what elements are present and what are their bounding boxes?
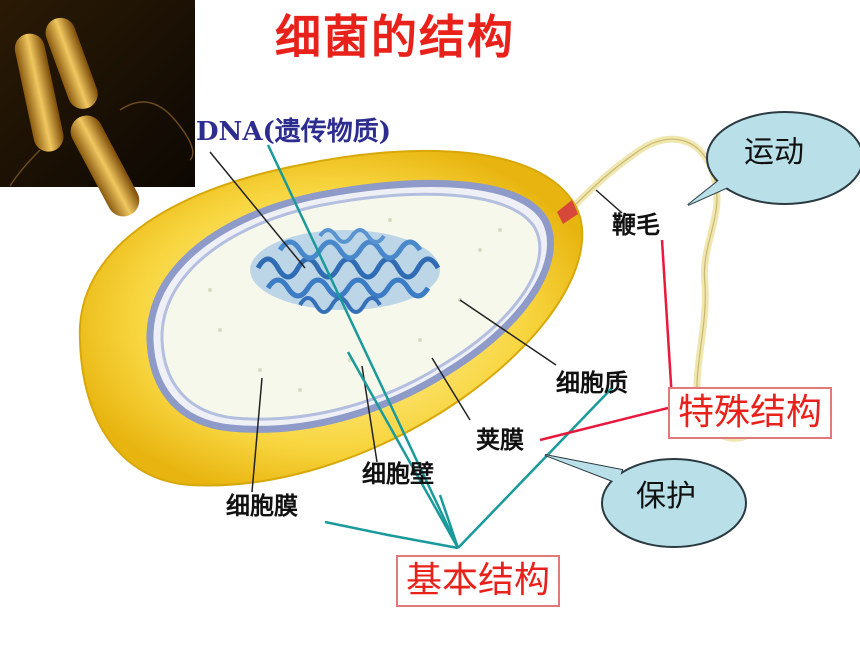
basic-structure-lines xyxy=(266,144,613,550)
special-structure-box: 特殊结构 xyxy=(668,387,833,439)
page-title: 细菌的结构 xyxy=(275,10,515,64)
dna-label: DNA(遗传物质) xyxy=(196,117,392,147)
cytoplasm-label: 细胞质 xyxy=(556,369,628,397)
basic-structure-box: 基本结构 xyxy=(396,555,561,607)
motion-function-text: 运动 xyxy=(744,135,804,170)
dna-nucleoid xyxy=(250,228,441,314)
flagellum-base xyxy=(557,200,578,224)
micrograph-photo xyxy=(0,0,195,217)
protection-function-text: 保护 xyxy=(636,479,696,514)
capsule-label: 荚膜 xyxy=(476,426,524,454)
pointer-lines xyxy=(209,151,623,493)
flagellum-label: 鞭毛 xyxy=(612,211,660,239)
protection-bubble xyxy=(544,454,747,548)
cell-membrane-label: 细胞膜 xyxy=(226,492,298,520)
motion-bubble xyxy=(687,111,860,206)
cytoplasm-granules xyxy=(208,218,502,392)
cell-wall-label: 细胞壁 xyxy=(362,460,434,488)
